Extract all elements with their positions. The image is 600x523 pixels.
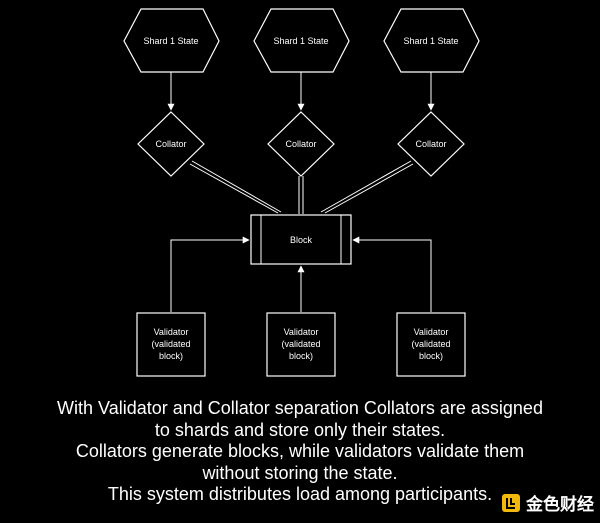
validator-1: Validator (validated block) xyxy=(136,312,206,377)
validator-line-2: (validated xyxy=(151,339,190,349)
validator-line-1: Validator xyxy=(284,327,319,337)
link-collator-3-b xyxy=(324,163,414,214)
collator-block-links xyxy=(189,160,414,214)
shard-state-2: Shard 1 State xyxy=(253,8,350,73)
arrow-validator-1 xyxy=(170,236,250,312)
validator-line-1: Validator xyxy=(414,327,449,337)
link-collator-1-b xyxy=(191,160,282,213)
caption-line: without storing the state. xyxy=(202,462,398,483)
watermark-text: 金色财经 xyxy=(526,495,594,515)
collator-label: Collator xyxy=(415,139,446,149)
caption: With Validator and Collator separation C… xyxy=(0,398,600,506)
validator-rect xyxy=(266,312,336,377)
arrow-validator-3 xyxy=(352,236,432,312)
validator-rect xyxy=(396,312,466,377)
collator-2: Collator xyxy=(267,111,335,177)
block-label: Block xyxy=(290,235,313,245)
diamond-shape xyxy=(137,111,205,177)
link-collator-3-a xyxy=(320,160,412,213)
architecture-diagram: Shard 1 State Shard 1 State Shard 1 Stat… xyxy=(123,8,480,377)
link-collator-1-a xyxy=(189,163,279,214)
collator-label: Collator xyxy=(155,139,186,149)
caption-line: Collators generate blocks, while validat… xyxy=(75,441,525,461)
collator-3: Collator xyxy=(397,111,465,177)
shard-state-1: Shard 1 State xyxy=(123,8,220,73)
validator-line-3: block) xyxy=(159,351,183,361)
block-node: Block xyxy=(250,214,352,265)
shard-label: Shard 1 State xyxy=(403,36,458,46)
validator-line-2: (validated xyxy=(411,339,450,349)
validator-line-2: (validated xyxy=(281,339,320,349)
hexagon-shape xyxy=(123,8,220,73)
shard-label: Shard 1 State xyxy=(273,36,328,46)
validator-rect xyxy=(136,312,206,377)
block-rect xyxy=(250,214,352,265)
gold-logo-icon xyxy=(502,493,520,512)
collator-1: Collator xyxy=(137,111,205,177)
caption-line: to shards and store only their states. xyxy=(154,419,446,440)
validator-3: Validator (validated block) xyxy=(396,312,466,377)
caption-line: This system distributes load among parti… xyxy=(107,484,493,504)
validator-block-arrows xyxy=(170,236,432,312)
validator-line-1: Validator xyxy=(154,327,189,337)
watermark: 金色财经 xyxy=(500,490,594,515)
validator-line-3: block) xyxy=(419,351,443,361)
hexagon-shape xyxy=(383,8,480,73)
shard-label: Shard 1 State xyxy=(143,36,198,46)
shard-collator-arrows xyxy=(167,72,435,111)
collator-label: Collator xyxy=(285,139,316,149)
caption-line: With Validator and Collator separation C… xyxy=(57,398,543,418)
shard-state-3: Shard 1 State xyxy=(383,8,480,73)
diamond-shape xyxy=(397,111,465,177)
validator-line-3: block) xyxy=(289,351,313,361)
diamond-shape xyxy=(267,111,335,177)
validator-2: Validator (validated block) xyxy=(266,312,336,377)
hexagon-shape xyxy=(253,8,350,73)
